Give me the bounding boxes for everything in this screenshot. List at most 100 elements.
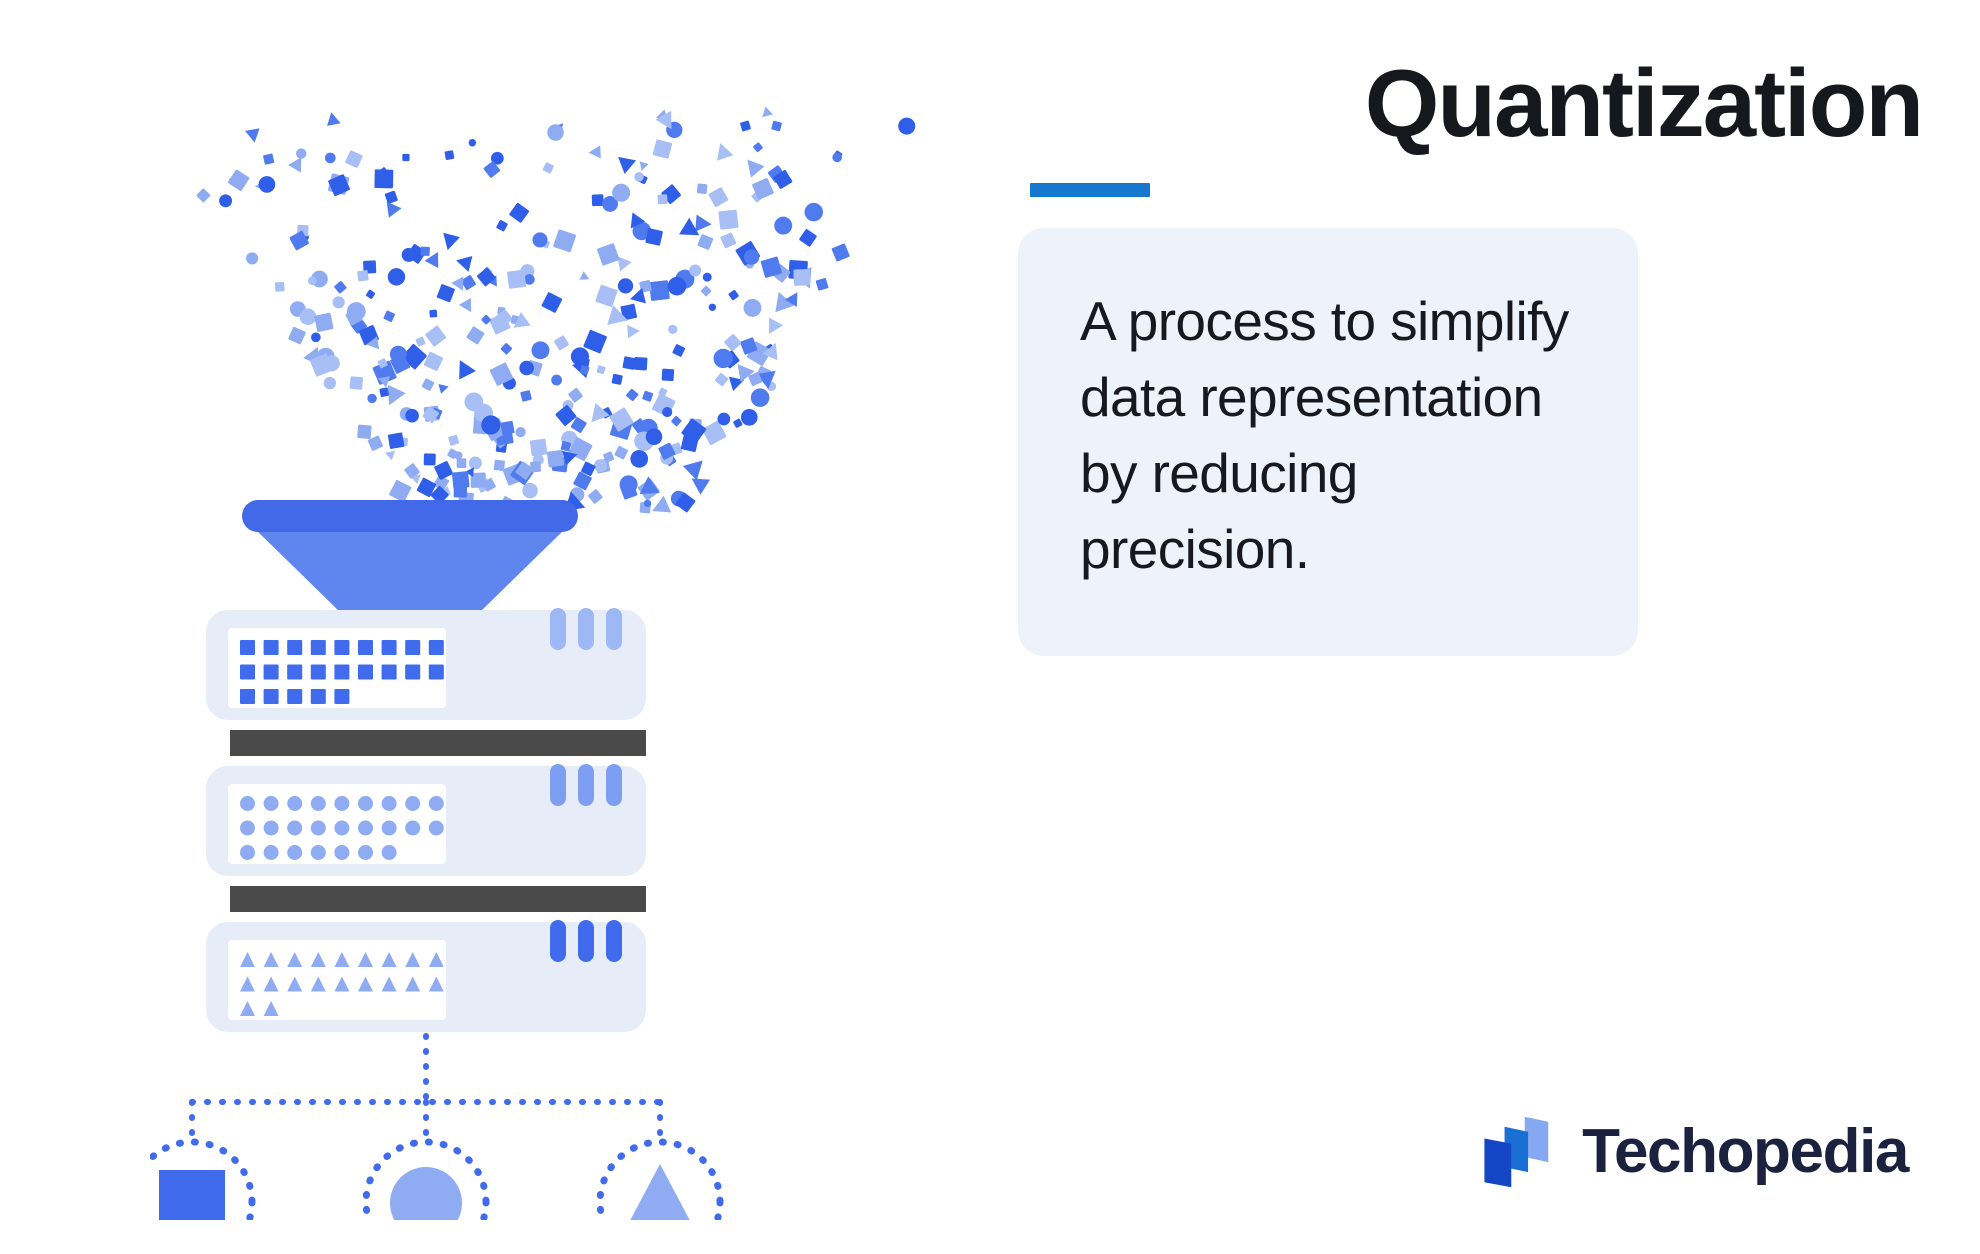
data-particle <box>680 434 699 453</box>
data-particle <box>416 477 437 498</box>
data-particle <box>246 252 259 265</box>
data-particle <box>602 195 618 212</box>
data-particle <box>383 310 395 322</box>
data-particle <box>551 374 562 386</box>
data-particle <box>366 336 380 350</box>
data-particle <box>443 232 460 251</box>
data-particle <box>404 463 420 479</box>
techopedia-wordmark: Techopedia <box>1582 1117 1909 1186</box>
data-particle <box>311 332 321 343</box>
data-particle <box>384 190 398 204</box>
data-particle <box>655 110 672 130</box>
data-particle <box>750 388 770 407</box>
circle-cell <box>287 820 303 836</box>
circle-cell <box>334 820 350 836</box>
data-particle <box>389 479 412 503</box>
data-particle <box>377 358 388 369</box>
data-particle <box>433 474 450 491</box>
data-particle <box>579 365 590 375</box>
square-cell <box>310 664 326 680</box>
rack-squares <box>206 608 646 720</box>
data-particle <box>702 420 727 446</box>
data-particle <box>560 441 572 452</box>
data-particle <box>652 495 672 513</box>
data-particle <box>423 351 444 372</box>
data-particle <box>634 172 644 182</box>
circle-cell <box>240 796 255 811</box>
data-particle <box>507 269 527 289</box>
circle-cell <box>310 845 326 860</box>
data-particle <box>532 232 548 248</box>
data-particle <box>402 153 410 162</box>
output-triangle <box>596 1138 724 1220</box>
data-particle <box>323 355 340 372</box>
data-particle <box>481 314 491 325</box>
triangle-cell <box>310 976 326 992</box>
data-particle <box>547 124 564 141</box>
data-particle <box>657 194 668 205</box>
triangle-cell <box>405 952 421 967</box>
data-particle <box>753 142 763 153</box>
data-particle <box>737 364 755 383</box>
data-particle <box>609 407 634 432</box>
data-particle <box>784 292 798 307</box>
data-particle <box>717 357 728 368</box>
data-particle <box>568 387 583 403</box>
data-particle <box>274 281 285 292</box>
data-particle <box>519 360 534 376</box>
data-particle <box>387 432 405 449</box>
data-particle <box>611 373 623 385</box>
data-particle <box>762 106 773 118</box>
data-particle <box>299 308 317 326</box>
data-particle <box>595 284 618 307</box>
circle-cell <box>287 845 303 860</box>
data-particle <box>898 117 916 135</box>
data-particle <box>489 362 514 386</box>
square-cell <box>263 689 279 704</box>
data-particle <box>468 456 482 470</box>
data-particle <box>562 450 578 466</box>
data-particle <box>591 194 604 207</box>
data-particle <box>740 120 751 132</box>
data-particle <box>387 384 406 406</box>
triangle-cell <box>240 976 255 992</box>
data-particle <box>658 442 676 460</box>
data-particle <box>700 285 712 297</box>
circle-cell <box>310 820 326 836</box>
data-particle <box>714 372 729 387</box>
data-particle <box>323 376 337 390</box>
data-particle <box>697 234 714 250</box>
data-particle <box>668 324 678 334</box>
techopedia-logo[interactable]: Techopedia <box>1476 1110 1909 1194</box>
data-particle <box>555 404 577 426</box>
data-particle <box>617 278 634 294</box>
data-particle <box>288 157 302 173</box>
data-particle <box>773 169 793 189</box>
data-particle <box>434 461 453 480</box>
circle-cell <box>263 845 279 860</box>
quantization-funnel <box>242 500 578 612</box>
triangle-cell <box>310 952 326 967</box>
square-cell <box>334 664 350 680</box>
data-particle <box>386 201 402 218</box>
data-particle <box>438 383 449 394</box>
data-particle <box>740 408 758 426</box>
data-particle <box>377 376 391 388</box>
data-particle <box>458 297 472 313</box>
title-block: Quantization <box>1020 55 1940 197</box>
data-particle <box>493 459 505 471</box>
triangle-cell <box>287 976 303 992</box>
data-particle <box>379 387 389 397</box>
data-particle <box>421 378 435 391</box>
data-particle <box>652 139 673 159</box>
data-particle <box>470 472 486 488</box>
data-particle <box>554 335 569 351</box>
content-panel: Quantization A process to simplify data … <box>1010 0 1980 1254</box>
data-particle <box>831 243 850 262</box>
data-particle <box>541 292 563 313</box>
data-particle <box>591 402 610 423</box>
data-particle <box>596 365 606 375</box>
circle-cell <box>263 820 279 836</box>
triangle-cell <box>334 952 350 967</box>
data-particle <box>384 450 396 461</box>
